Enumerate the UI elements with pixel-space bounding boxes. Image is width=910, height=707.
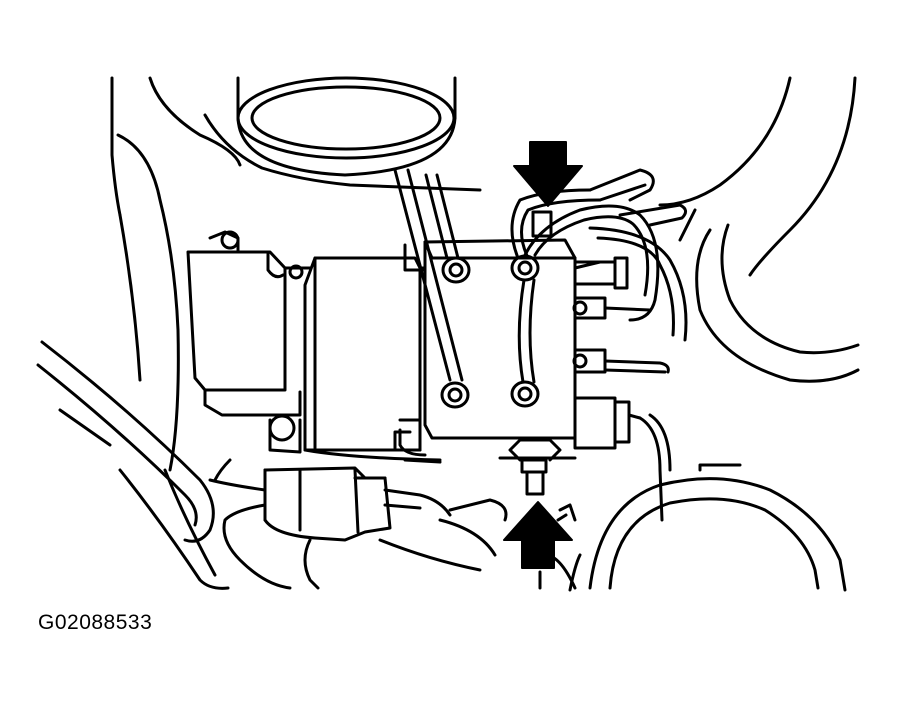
brake-line-fittings xyxy=(572,256,670,450)
body-panel-left xyxy=(110,76,482,472)
mounting-bolt xyxy=(498,438,577,496)
callout-arrows xyxy=(503,141,583,569)
reservoir-cylinder xyxy=(236,76,457,177)
left-hose xyxy=(36,340,230,590)
wiring-connector xyxy=(208,466,508,590)
figure-id-label: G02088533 xyxy=(38,611,153,634)
round-housing xyxy=(538,463,847,592)
frame-lower xyxy=(163,428,577,590)
brake-pipes xyxy=(393,168,688,522)
pump-motor xyxy=(303,243,442,462)
body-panel-right xyxy=(658,76,860,383)
top-arrow-down xyxy=(513,141,583,207)
bottom-arrow-up xyxy=(503,501,573,569)
mounting-bracket xyxy=(186,230,312,454)
